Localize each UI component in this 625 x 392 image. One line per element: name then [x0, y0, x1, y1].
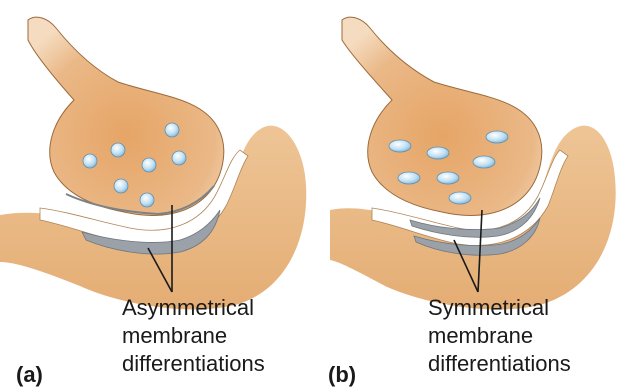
vesicle	[437, 172, 459, 184]
vesicle	[449, 192, 471, 204]
caption-b-line-1: Symmetrical	[428, 294, 571, 322]
caption-a-line-2: membrane	[122, 322, 265, 350]
caption-a-line-3: differentiations	[122, 350, 265, 378]
vesicle	[398, 172, 420, 184]
vesicle	[473, 156, 495, 168]
caption-b-line-3: differentiations	[428, 350, 571, 378]
vesicle	[165, 123, 179, 137]
vesicle	[114, 179, 128, 193]
caption-a-line-1: Asymmetrical	[122, 294, 265, 322]
panel-a-drawing	[0, 17, 306, 309]
vesicle	[486, 131, 508, 143]
caption-b-line-2: membrane	[428, 322, 571, 350]
vesicle	[140, 193, 154, 207]
vesicle	[83, 154, 97, 168]
panel-b-drawing	[330, 17, 616, 309]
vesicle	[142, 158, 156, 172]
presynaptic-terminal-b	[342, 17, 542, 215]
caption-b: Symmetrical membrane differentiations	[428, 294, 571, 378]
panel-letter-a: (a)	[16, 362, 43, 388]
vesicle	[389, 140, 411, 152]
caption-a: Asymmetrical membrane differentiations	[122, 294, 265, 378]
vesicle	[172, 151, 186, 165]
vesicle	[111, 143, 125, 157]
panel-letter-b: (b)	[328, 362, 356, 388]
vesicle	[427, 147, 449, 159]
